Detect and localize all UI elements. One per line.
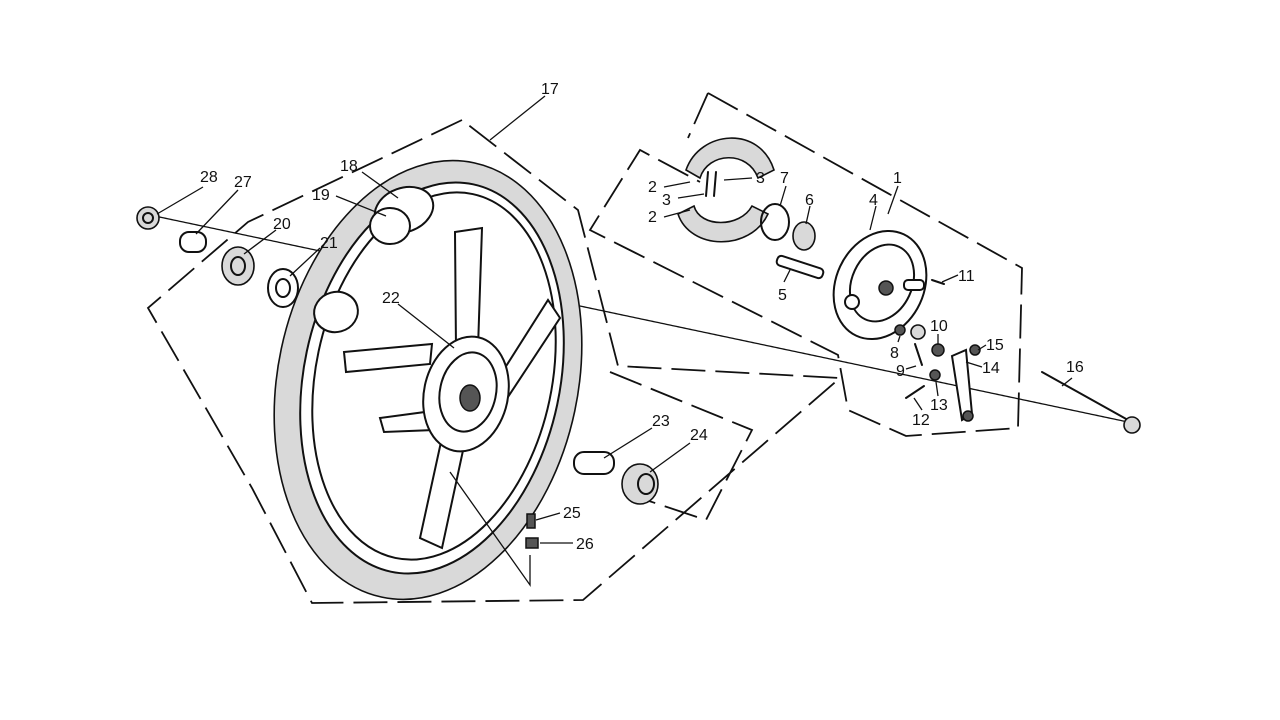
part-28-nut xyxy=(136,206,160,230)
part-16-axle xyxy=(1041,371,1141,434)
part-5-cam xyxy=(775,254,825,280)
valve-leader-line xyxy=(449,471,531,588)
callout-labels: 17 18 19 28 27 20 21 22 23 24 25 26 2 3 … xyxy=(200,81,1084,553)
leader-lines xyxy=(156,95,1073,544)
callout-15: 15 xyxy=(986,337,1004,354)
part-24-bearing xyxy=(621,463,659,505)
brake-hardware xyxy=(894,279,981,422)
part-7-o-ring xyxy=(760,203,790,241)
part-21-bearing xyxy=(267,268,299,308)
callout-14: 14 xyxy=(982,360,1000,377)
callout-10: 10 xyxy=(930,318,948,335)
callout-5: 5 xyxy=(778,287,787,304)
tire-valve-cut xyxy=(313,185,435,334)
callout-22: 22 xyxy=(382,290,400,307)
part-27-spacer xyxy=(179,231,207,253)
wheel-assembly-outline xyxy=(146,119,843,604)
callout-2-lower: 2 xyxy=(648,209,657,226)
callout-16: 16 xyxy=(1066,359,1084,376)
callout-7: 7 xyxy=(780,170,789,187)
callout-26: 26 xyxy=(576,536,594,553)
callout-9: 9 xyxy=(896,363,905,380)
callout-25: 25 xyxy=(563,505,581,522)
brake-shoes xyxy=(677,137,775,243)
wheel-hub xyxy=(422,335,510,453)
wheel-spokes xyxy=(342,226,562,550)
callout-8: 8 xyxy=(890,345,899,362)
callout-19: 19 xyxy=(312,187,330,204)
callout-20: 20 xyxy=(273,216,291,233)
brake-assembly-outline xyxy=(588,92,1023,437)
callout-12: 12 xyxy=(912,412,930,429)
callout-23: 23 xyxy=(652,413,670,430)
callout-18: 18 xyxy=(340,158,358,175)
callout-17: 17 xyxy=(541,81,559,98)
callout-6: 6 xyxy=(805,192,814,209)
callout-3-right: 3 xyxy=(756,170,765,187)
brake-panel xyxy=(832,229,928,341)
callout-4: 4 xyxy=(869,192,878,209)
part-20-oil-seal xyxy=(221,246,255,286)
callout-3-left: 3 xyxy=(662,192,671,209)
part-25-valve xyxy=(526,513,536,529)
callout-24: 24 xyxy=(690,427,708,444)
callout-11: 11 xyxy=(958,268,975,285)
callout-13: 13 xyxy=(930,397,948,414)
part-26-valve-cap xyxy=(525,537,539,549)
part-6-seal xyxy=(792,221,816,251)
callout-21: 21 xyxy=(320,235,338,252)
callout-2-upper: 2 xyxy=(648,179,657,196)
callout-1: 1 xyxy=(893,170,902,187)
callout-28: 28 xyxy=(200,169,218,186)
callout-27: 27 xyxy=(234,174,252,191)
